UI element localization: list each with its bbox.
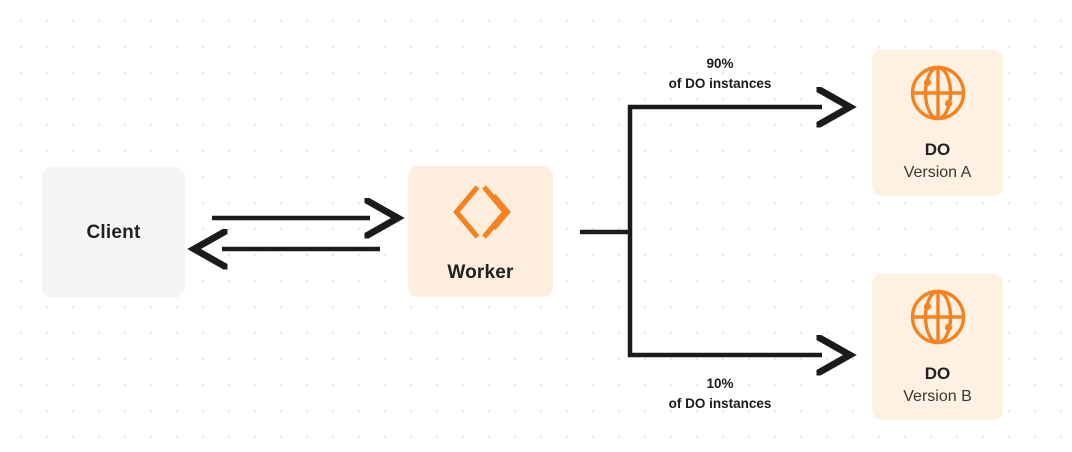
edge-label-do-b: 10% of DO instances [620,374,820,413]
node-do-version-a[interactable]: DO Version A [872,50,1003,196]
node-do-b-subtitle: Version B [903,387,972,405]
node-worker[interactable]: Worker [408,166,553,297]
node-do-a-title: DO [924,140,951,159]
node-do-version-b[interactable]: DO Version B [872,274,1003,420]
edge-label-do-a-percent: 90% [706,56,734,71]
globe-icon [909,64,967,127]
edge-label-do-a-caption: of DO instances [668,75,772,91]
cloudflare-workers-icon [450,181,512,248]
node-client-title: Client [86,221,141,243]
edge-label-do-a: 90% of DO instances [620,54,820,93]
node-do-a-subtitle: Version A [903,163,972,181]
node-client[interactable]: Client [42,167,185,298]
edge-label-do-b-caption: of DO instances [668,395,772,411]
node-do-b-title: DO [924,364,951,383]
globe-icon [909,288,967,351]
edge-label-do-b-percent: 10% [706,376,734,391]
node-worker-title: Worker [447,262,514,283]
